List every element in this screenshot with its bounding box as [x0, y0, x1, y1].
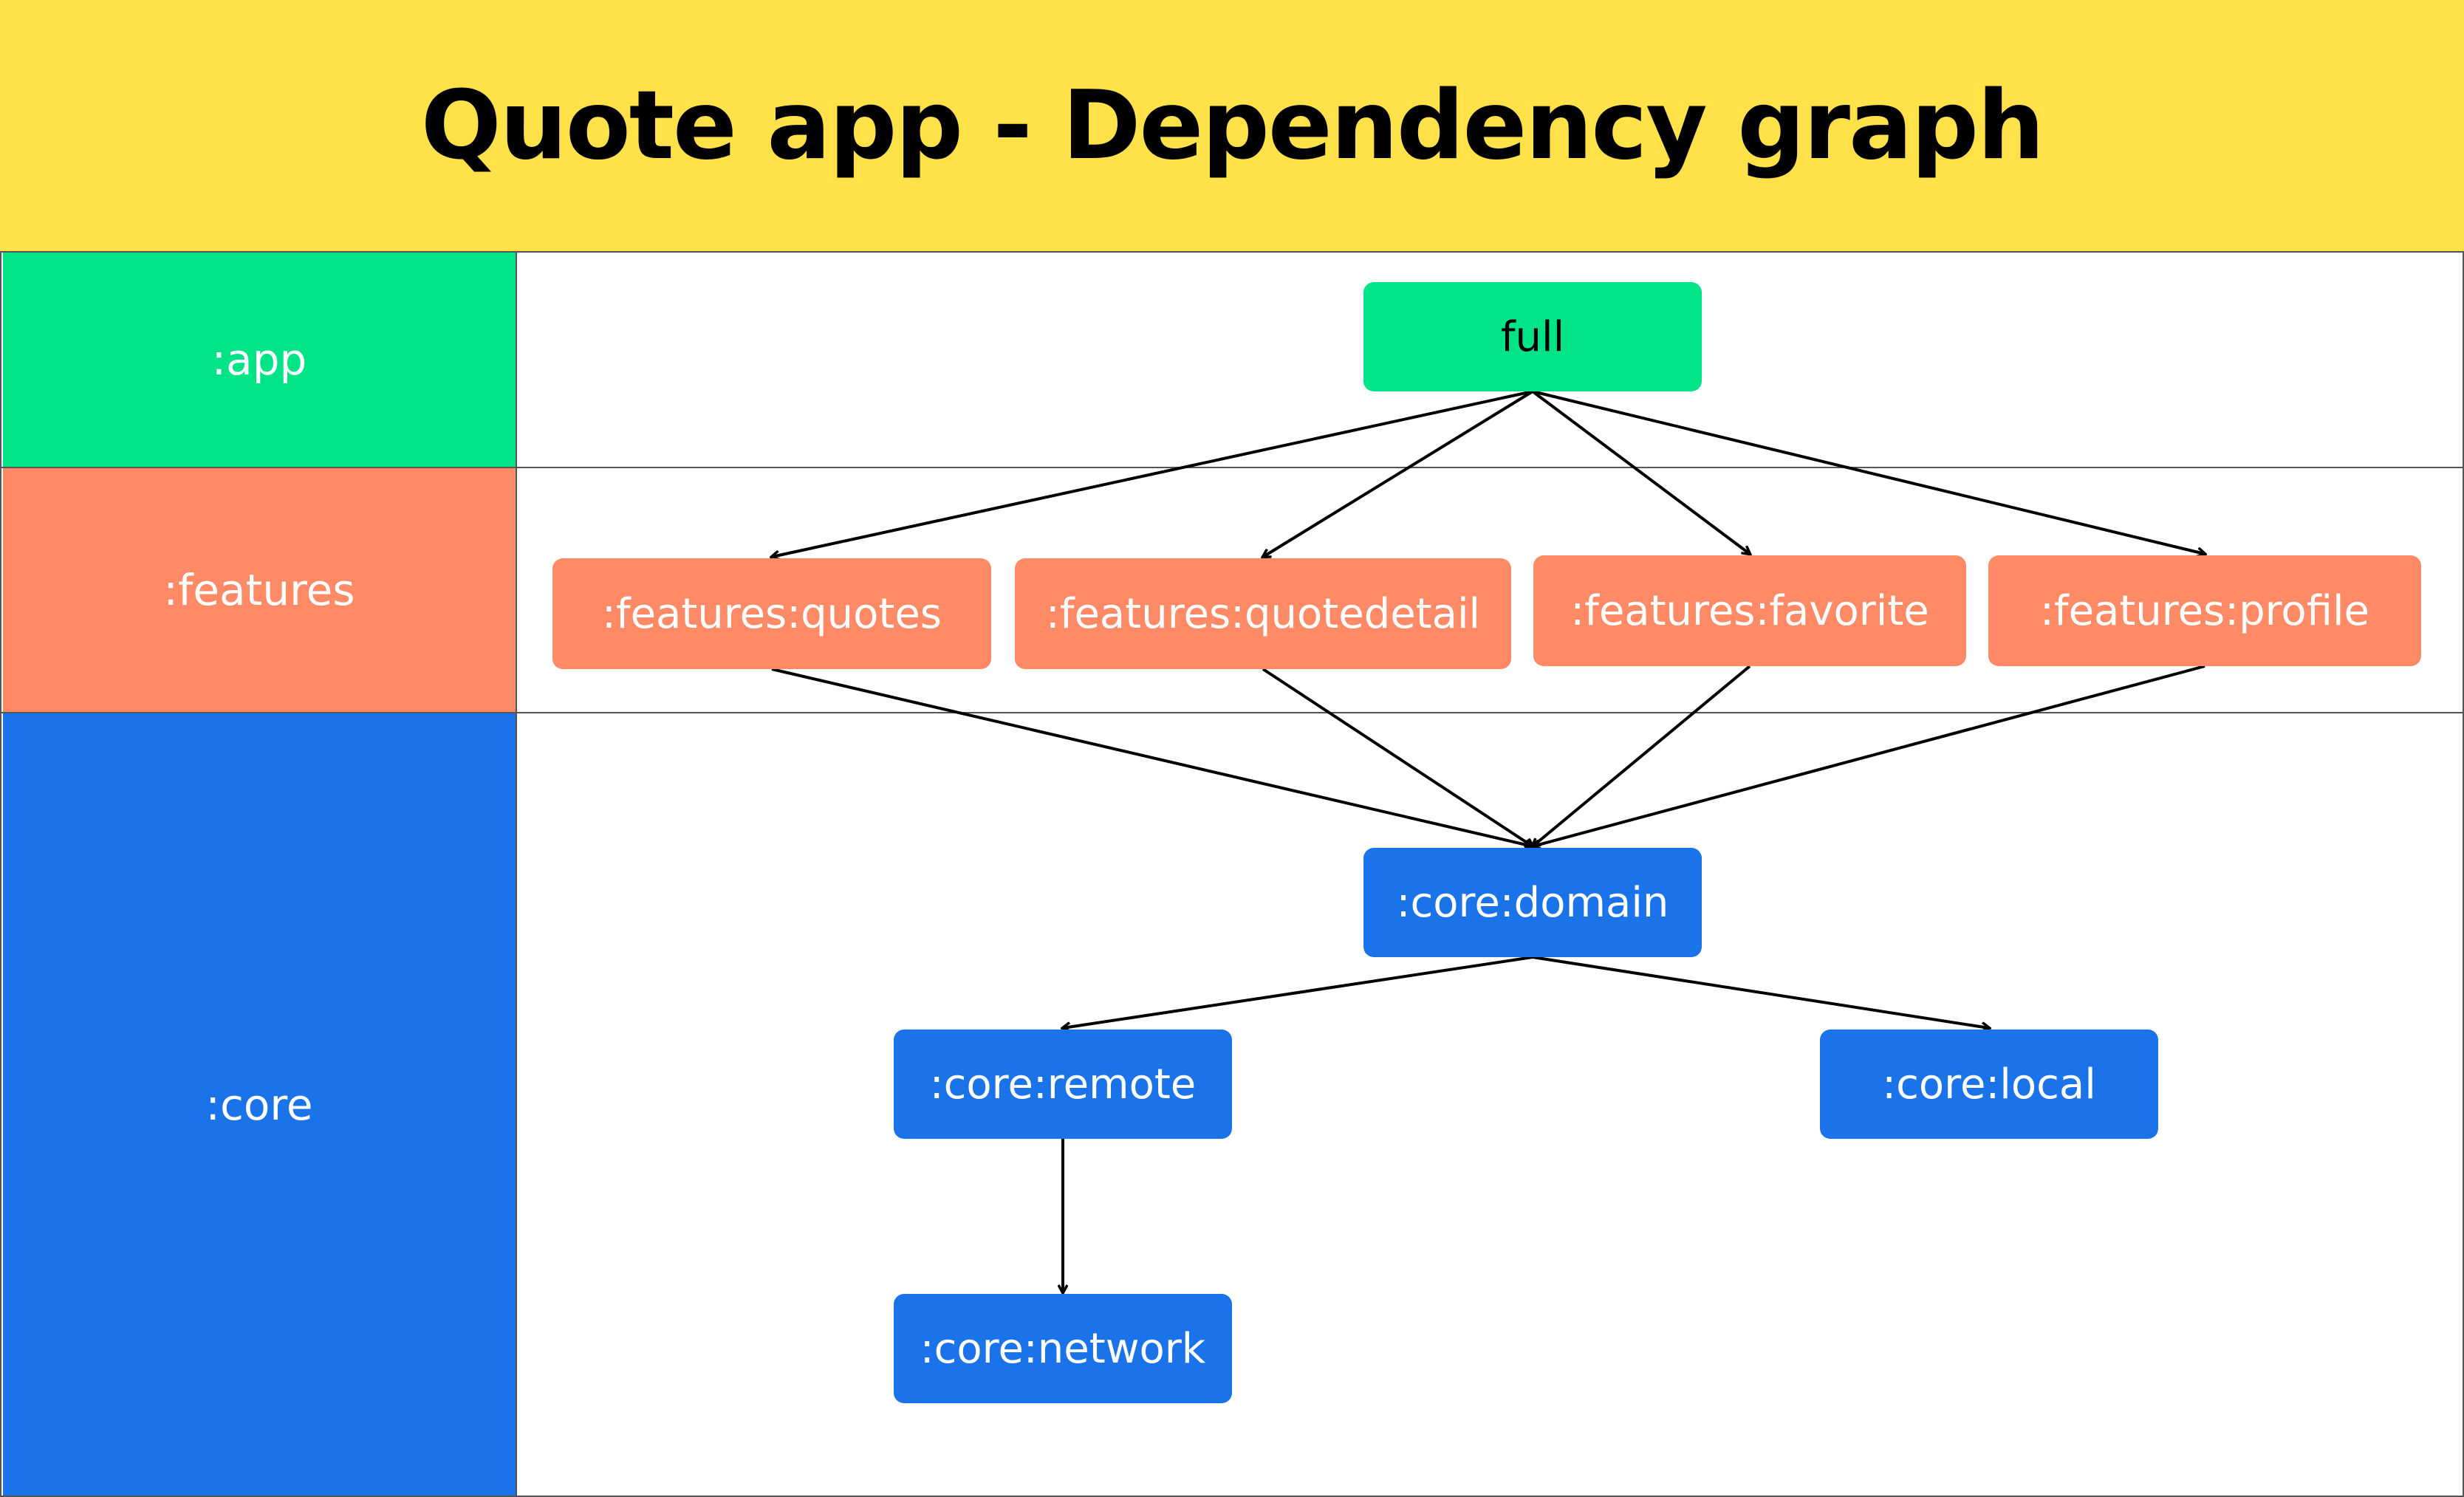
edge-quotedetail-to-domain: [1262, 668, 1533, 846]
edge-full-to-favorite: [1531, 390, 1750, 554]
lane-label-column-divider: [516, 251, 517, 1497]
edge-full-to-quotedetail: [1263, 390, 1534, 557]
edge-profile-to-domain: [1533, 665, 2205, 846]
edge-full-to-profile: [1532, 390, 2205, 554]
node-core-remote[interactable]: :core:remote: [894, 1030, 1232, 1139]
grid-bottom-border: [0, 1496, 2464, 1497]
edge-full-to-quotes: [772, 390, 1533, 557]
diagram-title: Quote app - Dependency graph: [420, 70, 2044, 181]
grid-right-border: [2463, 251, 2464, 1497]
node-features-quotedetail[interactable]: :features:quotedetail: [1015, 558, 1511, 669]
node-full[interactable]: full: [1363, 282, 1702, 391]
node-core-domain[interactable]: :core:domain: [1363, 848, 1702, 957]
node-features-profile[interactable]: :features:profile: [1988, 555, 2421, 666]
lane-label-features: :features: [3, 468, 516, 712]
edge-domain-to-remote: [1063, 956, 1533, 1028]
node-core-network[interactable]: :core:network: [894, 1294, 1232, 1403]
edge-domain-to-local: [1532, 956, 1989, 1028]
lane-divider-top: [0, 251, 2464, 253]
lane-divider-app-features: [0, 467, 2464, 468]
grid-left-border: [0, 251, 1, 1497]
edge-quotes-to-domain: [771, 668, 1533, 846]
header-banner: Quote app - Dependency graph: [0, 0, 2464, 251]
lane-label-app: :app: [3, 253, 516, 467]
edge-favorite-to-domain: [1533, 665, 1751, 846]
lane-divider-features-core: [0, 712, 2464, 713]
node-core-local[interactable]: :core:local: [1820, 1030, 2158, 1139]
node-features-quotes[interactable]: :features:quotes: [552, 558, 991, 669]
node-features-favorite[interactable]: :features:favorite: [1533, 555, 1966, 666]
lane-label-core: :core: [3, 713, 516, 1496]
